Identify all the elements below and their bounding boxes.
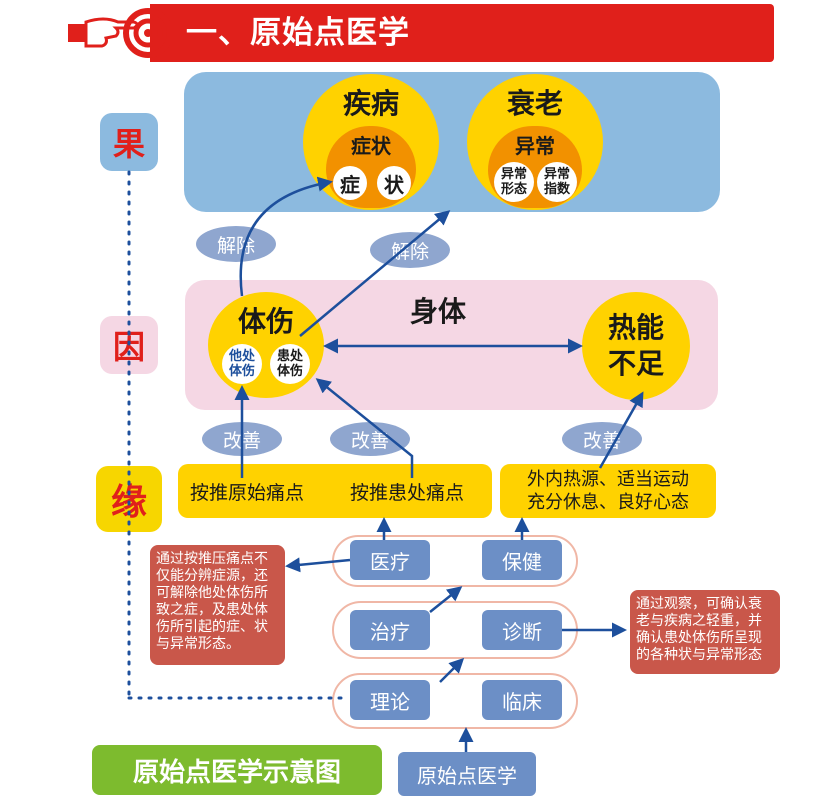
affected-injury-circle: 患处 体伤 bbox=[270, 344, 310, 384]
injury-title: 体伤 bbox=[237, 305, 294, 338]
abnormal-form-circle: 异常 形态 bbox=[494, 162, 534, 202]
body-label: 身体 bbox=[410, 295, 467, 328]
header-bar bbox=[150, 4, 774, 62]
abnormal-label: 异常 bbox=[515, 133, 555, 158]
aging-title: 衰老 bbox=[506, 87, 563, 120]
root-box: 原始点医学 bbox=[398, 752, 536, 796]
abnormal-index-circle: 异常 指数 bbox=[537, 162, 577, 202]
page-title: 一、原始点医学 bbox=[186, 15, 410, 51]
other-injury-circle: 他处 体伤 bbox=[222, 344, 262, 384]
note-left: 通过按推压痛点不仅能分辨症源，还可解除他处体伤所致之症，及患处体伤所引起的症、状… bbox=[150, 545, 285, 665]
injury-circle bbox=[208, 292, 324, 398]
heat-deficit-circle: 热能 不足 bbox=[582, 292, 690, 400]
diagram-title: 原始点医学示意图 bbox=[92, 745, 382, 795]
press-affected-label: 按推患处痛点 bbox=[350, 481, 465, 504]
external-methods-box: 外内热源、适当运动 充分休息、良好心态 bbox=[500, 464, 716, 518]
improve-badge-b: 改善 bbox=[330, 422, 410, 456]
diagnosis-box: 诊断 bbox=[482, 610, 562, 650]
disease-title: 疾病 bbox=[342, 87, 399, 120]
pointing-hand-icon bbox=[68, 8, 170, 58]
zheng-circle: 症 bbox=[333, 166, 367, 200]
theory-box: 理论 bbox=[350, 680, 430, 720]
clinical-box: 临床 bbox=[482, 680, 562, 720]
zhuang-circle: 状 bbox=[377, 166, 411, 200]
symptom-label: 症状 bbox=[351, 133, 391, 158]
relieve-badge-right: 解除 bbox=[370, 232, 450, 268]
press-methods-box: 按推原始痛点 按推患处痛点 bbox=[178, 464, 492, 518]
fruit-panel bbox=[184, 72, 720, 212]
treatment-box: 治疗 bbox=[350, 610, 430, 650]
note-right: 通过观察，可确认衰老与疾病之轻重，并确认患处体伤所呈现的各种状与异常形态 bbox=[630, 590, 780, 674]
medical-box: 医疗 bbox=[350, 540, 430, 580]
health-box: 保健 bbox=[482, 540, 562, 580]
press-origin-label: 按推原始痛点 bbox=[190, 481, 305, 504]
label-guo: 果 bbox=[100, 113, 158, 171]
